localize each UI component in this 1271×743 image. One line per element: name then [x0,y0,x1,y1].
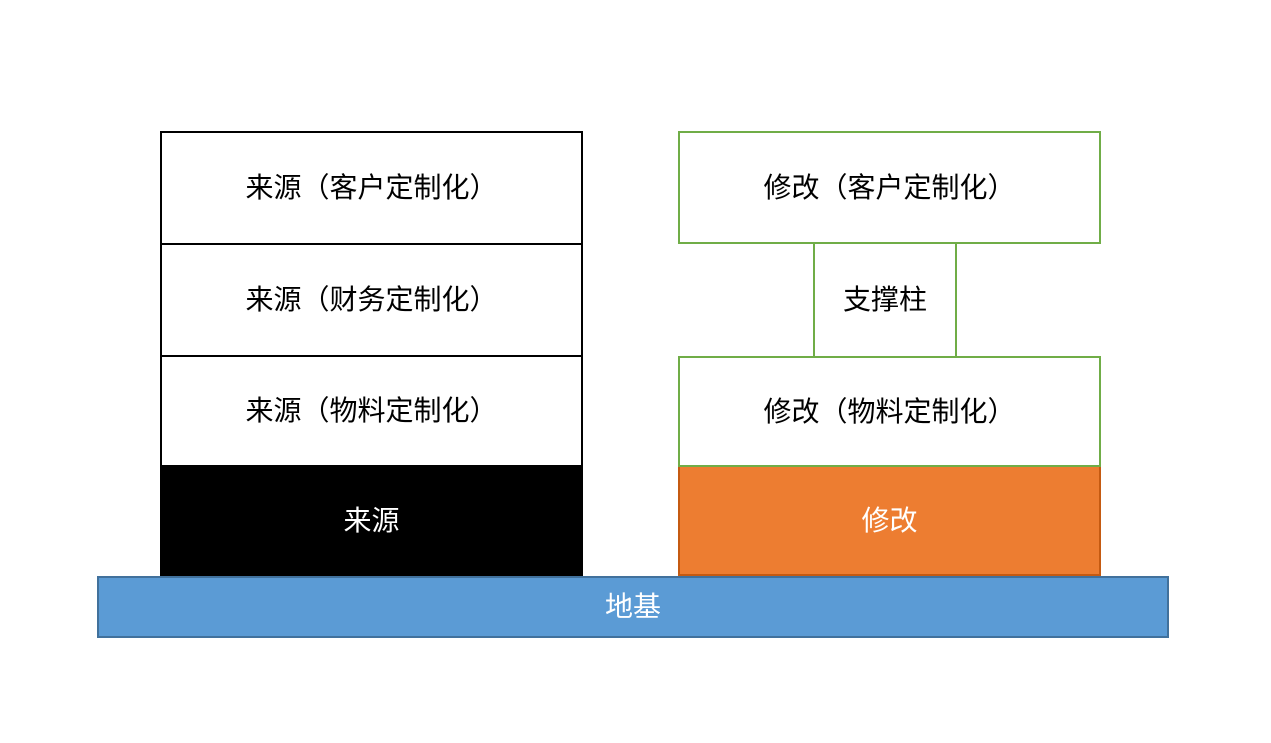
modify-material-box: 修改（物料定制化） [678,356,1101,467]
modify-base-box: 修改 [678,465,1101,576]
support-pillar-label: 支撑柱 [842,284,927,316]
support-pillar-connector: 支撑柱 [813,244,957,356]
source-layer-finance-label: 来源（财务定制化） [245,284,498,316]
source-layer-material-box: 来源（物料定制化） [160,355,583,467]
modify-customer-label: 修改（客户定制化） [763,171,1016,203]
source-layer-customer-box: 来源（客户定制化） [160,131,583,245]
modify-customer-box: 修改（客户定制化） [678,131,1101,244]
foundation-label: 地基 [604,591,661,623]
source-layer-customer-label: 来源（客户定制化） [245,172,498,204]
modify-base-label: 修改 [861,504,918,536]
foundation-bar: 地基 [97,576,1169,638]
source-base-label: 来源 [343,504,400,536]
modify-material-label: 修改（物料定制化） [763,395,1016,427]
source-layer-finance-box: 来源（财务定制化） [160,243,583,357]
source-base-box: 来源 [160,465,583,576]
source-layer-material-label: 来源（物料定制化） [245,395,498,427]
